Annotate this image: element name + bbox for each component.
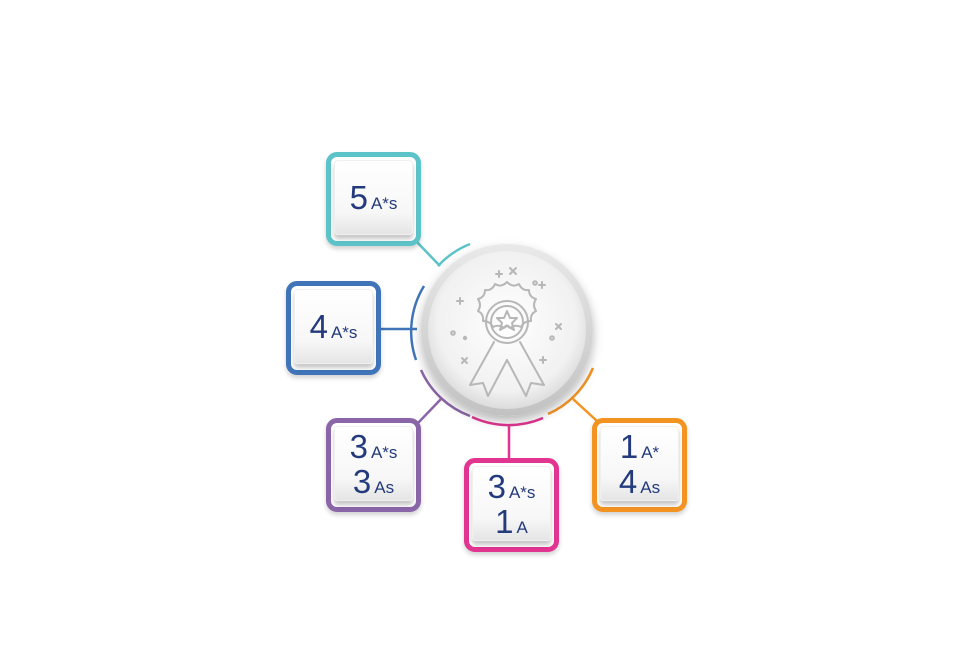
award-ribbon-icon [450, 267, 562, 397]
score-card-face: 3 A*s 1 A [472, 466, 551, 541]
score-line: 4 A*s [310, 310, 358, 343]
grade-label: A* [641, 442, 660, 462]
grade-count: 4 [309, 308, 328, 345]
score-line: 4 As [619, 465, 660, 498]
score-line: 3 A*s [488, 470, 536, 503]
arc-purple [419, 369, 471, 418]
grade-label: A*s [330, 323, 358, 342]
score-card-blue: 4 A*s [286, 281, 381, 375]
grade-label: A [516, 517, 528, 537]
grade-label: As [374, 477, 395, 497]
score-card-face: 4 A*s [294, 289, 373, 364]
score-card-face: 5 A*s [334, 160, 413, 235]
score-line: 3 A*s [350, 430, 398, 463]
arc-magenta [471, 415, 544, 427]
score-line: 1 A [495, 505, 528, 538]
connector-orange [572, 398, 598, 422]
grade-count: 3 [487, 467, 506, 505]
score-line: 3 As [353, 465, 394, 498]
arc-blue [409, 285, 426, 361]
score-card-orange: 1 A* 4 As [592, 418, 687, 512]
connector-teal [414, 239, 441, 267]
grade-count: 5 [349, 179, 368, 216]
grade-count: 3 [349, 427, 368, 465]
grade-label: A*s [370, 194, 398, 213]
medal-hub [421, 244, 593, 416]
grade-label: A*s [508, 482, 536, 502]
arc-orange [547, 367, 595, 416]
score-card-teal: 5 A*s [326, 152, 421, 246]
score-line: 1 A* [620, 430, 659, 463]
grade-count: 1 [495, 502, 513, 540]
score-card-face: 1 A* 4 As [600, 426, 679, 501]
score-card-purple: 3 A*s 3 As [326, 418, 421, 512]
score-card-magenta: 3 A*s 1 A [464, 458, 559, 552]
grade-count: 3 [352, 462, 371, 500]
connector-purple [417, 398, 442, 424]
score-line: 5 A*s [350, 181, 398, 214]
grade-count: 4 [618, 462, 637, 500]
grade-label: As [640, 477, 661, 497]
grade-count: 1 [619, 427, 638, 465]
grade-label: A*s [370, 442, 398, 462]
score-card-face: 3 A*s 3 As [334, 426, 413, 501]
